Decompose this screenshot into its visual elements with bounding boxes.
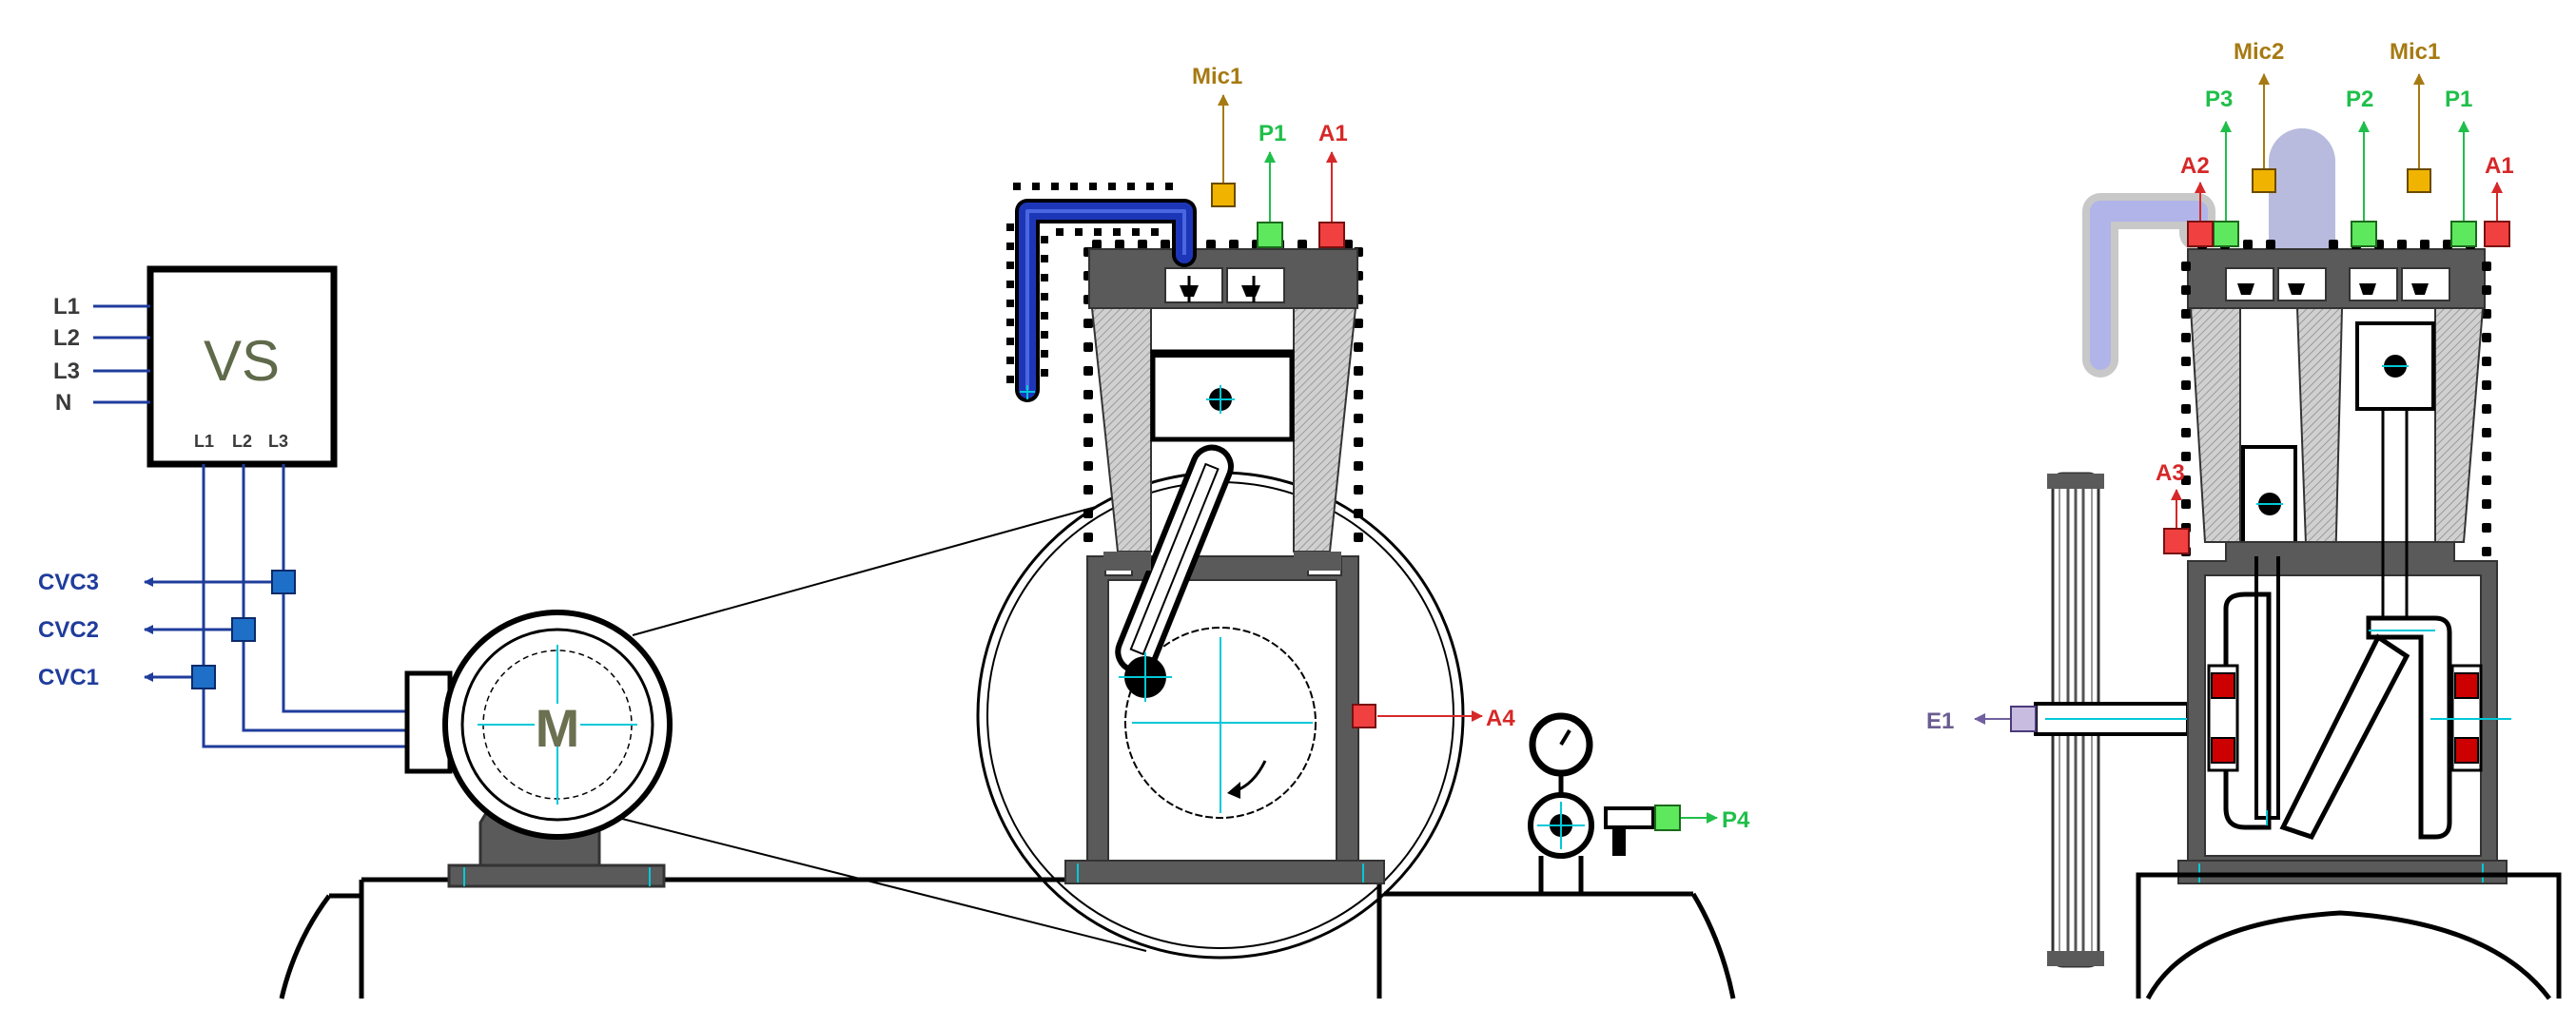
right-a3-sensor-group: A3 bbox=[2156, 460, 2190, 554]
vs-input-l1: L1 bbox=[53, 294, 80, 320]
motor-label: M bbox=[536, 698, 580, 758]
p4-label: P4 bbox=[1722, 807, 1750, 833]
e1-sensor bbox=[2010, 706, 2037, 732]
left-p1-label: P1 bbox=[1259, 121, 1286, 146]
right-mic1-sensor bbox=[2407, 168, 2431, 193]
cvc-sensors: CVC3 CVC2 CVC1 bbox=[38, 570, 296, 690]
cvc3-label: CVC3 bbox=[38, 570, 99, 595]
cvc2-label: CVC2 bbox=[38, 617, 99, 643]
right-a3-label: A3 bbox=[2156, 460, 2185, 486]
right-a1-sensor bbox=[2484, 221, 2510, 247]
drive-belt bbox=[617, 506, 1147, 952]
right-mic2-sensor bbox=[2252, 168, 2276, 193]
right-p3-sensor bbox=[2213, 221, 2239, 247]
right-p1-sensor bbox=[2450, 221, 2477, 247]
right-mic2-label: Mic2 bbox=[2234, 39, 2284, 65]
vs-panel: VS L1 L2 L3 N L1 L2 L3 bbox=[53, 265, 338, 468]
left-top-sensors: Mic1 P1 A1 bbox=[1192, 64, 1348, 248]
left-mic1-label: Mic1 bbox=[1192, 64, 1242, 89]
cvc2-sensor bbox=[231, 617, 256, 642]
left-a1-label: A1 bbox=[1318, 121, 1348, 146]
left-p1-sensor bbox=[1257, 222, 1283, 248]
motor-wiring bbox=[144, 464, 407, 748]
vs-label: VS bbox=[204, 329, 280, 393]
right-a2-label: A2 bbox=[2180, 153, 2210, 179]
left-mic1-sensor bbox=[1211, 183, 1236, 207]
vs-box bbox=[146, 265, 338, 468]
right-a2-sensor bbox=[2187, 221, 2214, 247]
left-a4-sensor bbox=[1352, 704, 1376, 728]
right-compressor: E1 bbox=[1926, 39, 2562, 1000]
right-top-sensors: Mic2 Mic1 P3 P2 P1 A2 A1 bbox=[2180, 39, 2514, 247]
right-p1-label: P1 bbox=[2445, 87, 2472, 112]
left-compressor: Mic1 P1 A1 A4 bbox=[463, 64, 1515, 960]
right-p2-sensor bbox=[2351, 221, 2377, 247]
vs-output-l3: L3 bbox=[268, 432, 288, 451]
vs-output-l1: L1 bbox=[194, 432, 214, 451]
electric-motor: M bbox=[404, 610, 673, 888]
p4-sensor bbox=[1654, 805, 1681, 831]
right-a3-sensor bbox=[2163, 528, 2190, 554]
right-a1-label: A1 bbox=[2485, 153, 2514, 179]
cvc1-sensor bbox=[191, 665, 216, 689]
vs-input-l2: L2 bbox=[53, 325, 80, 351]
vs-input-n: N bbox=[55, 390, 71, 416]
vs-output-l2: L2 bbox=[232, 432, 252, 451]
pressure-gauge-assembly: P4 bbox=[1528, 712, 1750, 894]
intake-hose bbox=[1006, 183, 1197, 402]
left-a4-label: A4 bbox=[1486, 706, 1515, 731]
right-p2-label: P2 bbox=[2346, 87, 2373, 112]
left-a4-sensor-group: A4 bbox=[1352, 704, 1515, 731]
right-mic1-label: Mic1 bbox=[2390, 39, 2440, 65]
e1-label: E1 bbox=[1926, 708, 1954, 734]
right-p3-label: P3 bbox=[2205, 87, 2233, 112]
vs-input-l3: L3 bbox=[53, 359, 80, 384]
air-tank bbox=[279, 877, 1736, 999]
left-a1-sensor bbox=[1318, 222, 1345, 248]
cvc1-label: CVC1 bbox=[38, 665, 99, 690]
cvc3-sensor bbox=[271, 570, 296, 594]
